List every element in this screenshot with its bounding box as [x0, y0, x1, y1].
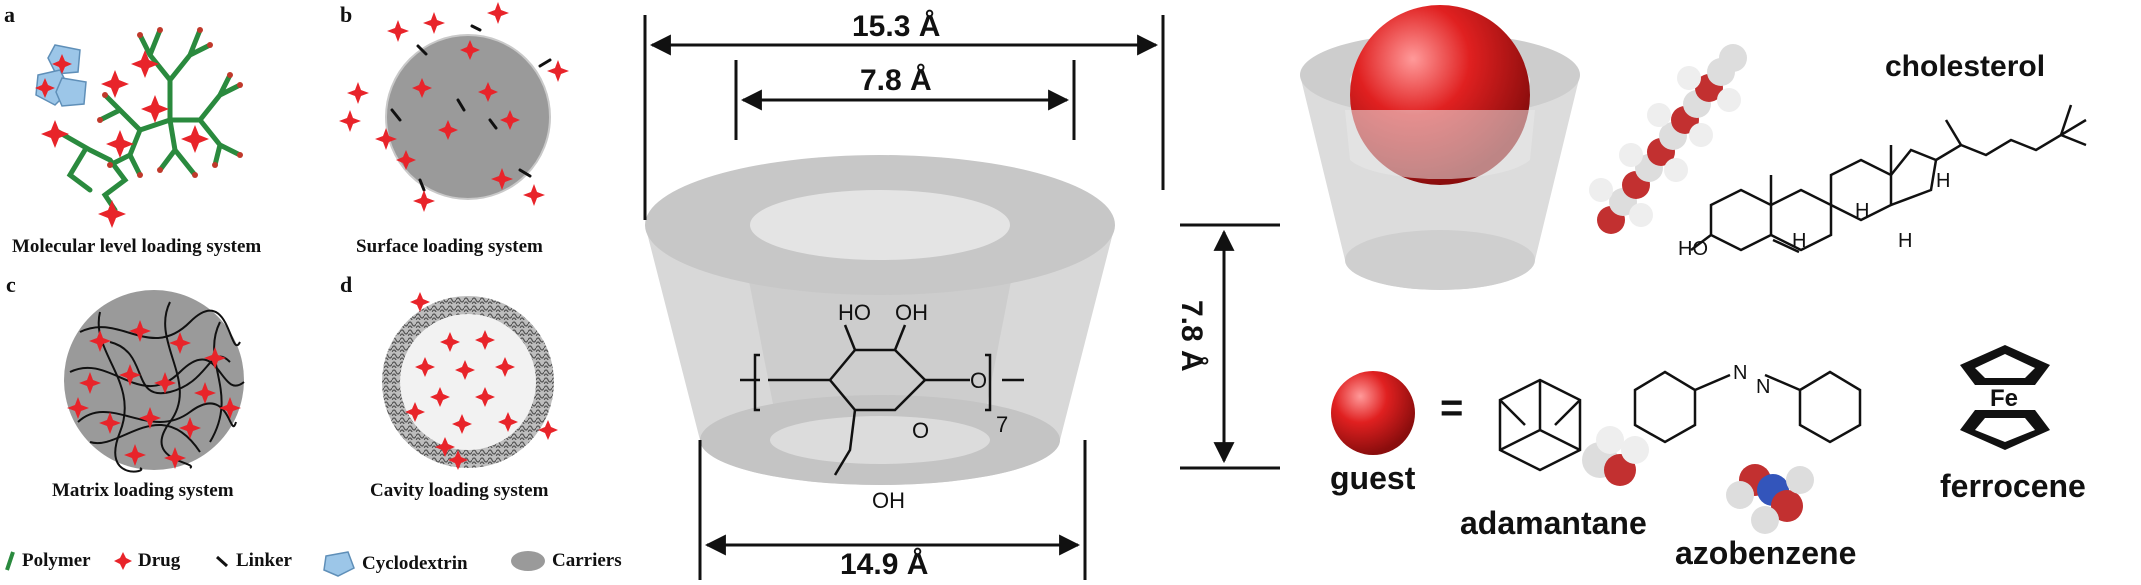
- cholesterol-ho: HO: [1678, 238, 1708, 260]
- carrier-icon: [511, 551, 545, 571]
- dimension-height: 7.8 Å: [1175, 300, 1208, 372]
- cholesterol-h4: H: [1936, 170, 1951, 192]
- panel-b-caption: Surface loading system: [356, 236, 543, 257]
- cholesterol-h3: H: [1898, 230, 1913, 252]
- panel-a-label: a: [4, 2, 15, 27]
- azo-n2: N: [1756, 376, 1771, 398]
- legend-cyclodextrin-label: Cyclodextrin: [362, 553, 468, 574]
- panel-b: b: [320, 0, 620, 270]
- panel-b-label: b: [340, 2, 353, 27]
- glucose-repeat-count: 7: [996, 412, 1009, 437]
- cavity-loading-illustration: [382, 292, 558, 470]
- host-guest-cone: [1300, 5, 1580, 290]
- legend-linker: Linker: [214, 550, 292, 572]
- azo-n1: N: [1733, 362, 1748, 384]
- linker-icon: [215, 555, 229, 568]
- legend-carriers: Carriers: [510, 550, 622, 572]
- cholesterol-structure: [1589, 44, 2087, 254]
- legend-polymer: Polymer: [4, 550, 91, 572]
- glucose-ring-o: O: [912, 418, 930, 443]
- drug-icon: [114, 552, 132, 570]
- host-guest-panel: cholesterol HO: [1290, 0, 2141, 585]
- azobenzene-structure: [1633, 370, 1862, 534]
- glucose-oh-bottom: OH: [872, 488, 905, 513]
- panel-d: d Cavity loading system: [320, 272, 620, 512]
- panel-c-label: c: [6, 272, 16, 297]
- dimension-outer-top: 15.3 Å: [852, 10, 941, 43]
- adamantane-structure: [1498, 378, 1649, 486]
- guest-label: guest: [1330, 460, 1416, 496]
- glucose-link-o: O: [970, 368, 988, 393]
- legend-polymer-label: Polymer: [22, 550, 91, 571]
- dimension-inner-top: 7.8 Å: [860, 64, 932, 97]
- glucose-oh-top-left: HO: [838, 300, 871, 325]
- panel-d-caption: Cavity loading system: [370, 480, 549, 501]
- legend-linker-label: Linker: [236, 550, 292, 571]
- glucose-oh-top-right: OH: [895, 300, 928, 325]
- molecular-loading-illustration: [35, 27, 243, 228]
- panel-a: a: [0, 0, 300, 270]
- legend-cyclodextrin: Cyclodextrin: [322, 550, 468, 578]
- legend: Polymer Drug Linker Cyclodextrin Carrier…: [4, 550, 644, 580]
- adamantane-label: adamantane: [1460, 505, 1647, 541]
- cyclodextrin-icon: [323, 551, 355, 577]
- ferrocene-fe: Fe: [1990, 385, 2019, 412]
- cholesterol-h2: H: [1855, 200, 1870, 222]
- cholesterol-h1: H: [1792, 230, 1807, 252]
- polymer-icon: [5, 551, 15, 571]
- legend-drug-label: Drug: [138, 550, 181, 571]
- cyclodextrin-structure: 15.3 Å 7.8 Å 7.8 Å 14.9 Å HO OH O O 7 OH: [640, 0, 1280, 585]
- legend-carriers-label: Carriers: [552, 550, 622, 571]
- ferrocene-label: ferrocene: [1940, 468, 2086, 504]
- surface-loading-illustration: [339, 2, 569, 212]
- matrix-loading-illustration: [64, 290, 245, 473]
- cholesterol-label: cholesterol: [1885, 50, 2046, 83]
- panel-c-caption: Matrix loading system: [52, 480, 234, 501]
- panel-a-caption: Molecular level loading system: [12, 236, 262, 257]
- legend-drug: Drug: [114, 550, 180, 572]
- equals-sign: =: [1440, 386, 1464, 430]
- guest-sphere-icon: [1331, 371, 1415, 455]
- azobenzene-label: azobenzene: [1675, 535, 1857, 571]
- dimension-bottom: 14.9 Å: [840, 548, 929, 581]
- panel-d-label: d: [340, 272, 353, 297]
- ferrocene-structure: [1960, 345, 2050, 450]
- cyclodextrin-cone: [643, 15, 1280, 580]
- panel-c: c Matr: [0, 272, 300, 512]
